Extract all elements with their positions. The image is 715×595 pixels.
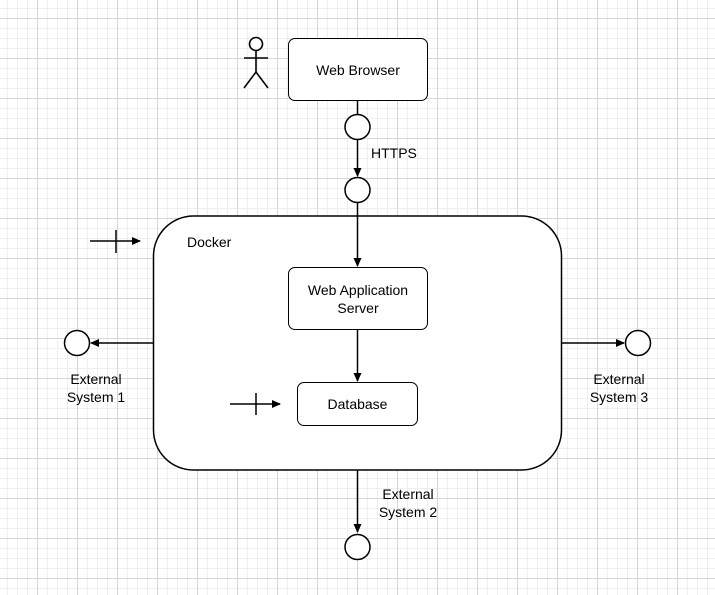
- database-port-marker-icon: [230, 393, 281, 415]
- external-system-3-interface-icon[interactable]: [624, 329, 652, 357]
- database-node[interactable]: Database: [297, 382, 418, 426]
- docker-port-marker-icon: [90, 230, 141, 253]
- web-browser-node[interactable]: Web Browser: [288, 38, 428, 101]
- external-system-2-interface-icon[interactable]: [344, 533, 371, 561]
- web-browser-label: Web Browser: [316, 61, 400, 78]
- https-provided-interface-icon[interactable]: [344, 113, 371, 141]
- external-system-1-label: External System 1: [66, 371, 126, 405]
- database-label: Database: [327, 396, 388, 412]
- https-required-interface-icon[interactable]: [344, 176, 371, 204]
- external-system-1-interface-icon[interactable]: [63, 329, 91, 357]
- web-app-server-node[interactable]: Web Application Server: [288, 267, 428, 330]
- external-system-2-label: External System 2: [378, 486, 438, 520]
- external-system-3-label: External System 3: [589, 371, 649, 405]
- https-label: HTTPS: [371, 145, 417, 161]
- web-app-server-label: Web Application Server: [307, 281, 409, 316]
- docker-label: Docker: [187, 234, 232, 250]
- actor-icon: [243, 36, 269, 89]
